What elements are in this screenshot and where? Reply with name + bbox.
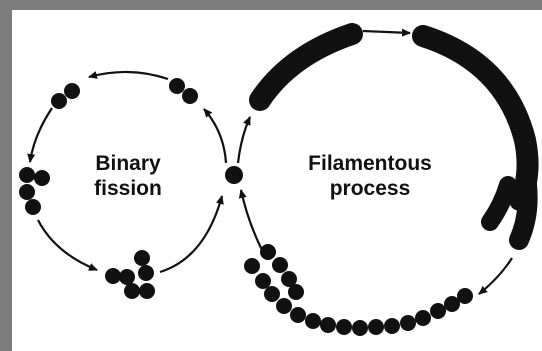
filamentous-label-line1: Filamentous <box>308 152 432 175</box>
cell <box>19 167 35 183</box>
cell <box>34 170 50 186</box>
cell <box>336 319 352 335</box>
cell <box>288 284 304 300</box>
cell <box>169 78 185 94</box>
cell <box>457 288 473 304</box>
cell <box>138 265 154 281</box>
cell <box>244 258 260 274</box>
cell <box>105 268 121 284</box>
cell <box>19 184 35 200</box>
cell <box>139 283 155 299</box>
cell <box>276 298 292 314</box>
cell <box>305 313 321 329</box>
cell <box>51 93 67 109</box>
cell <box>134 250 150 266</box>
cell <box>260 244 276 260</box>
cell <box>384 318 400 334</box>
cell <box>119 269 135 285</box>
cell <box>320 317 336 333</box>
cell <box>124 283 140 299</box>
cell <box>64 83 80 99</box>
cell <box>272 257 288 273</box>
cell <box>25 199 41 215</box>
junction-cell <box>225 166 243 184</box>
filament-branch-outer <box>519 185 528 240</box>
cell <box>182 88 198 104</box>
cell <box>430 303 446 319</box>
cell <box>415 310 431 326</box>
cell <box>264 286 280 302</box>
binary-fission-label-line2: fission <box>94 177 162 200</box>
cell <box>400 315 416 331</box>
binary-fission-label-line1: Binary <box>95 152 161 175</box>
cell <box>352 320 368 336</box>
filamentous-label-line2: process <box>330 177 411 200</box>
cell <box>255 273 271 289</box>
cell <box>368 319 384 335</box>
cell <box>290 307 306 323</box>
